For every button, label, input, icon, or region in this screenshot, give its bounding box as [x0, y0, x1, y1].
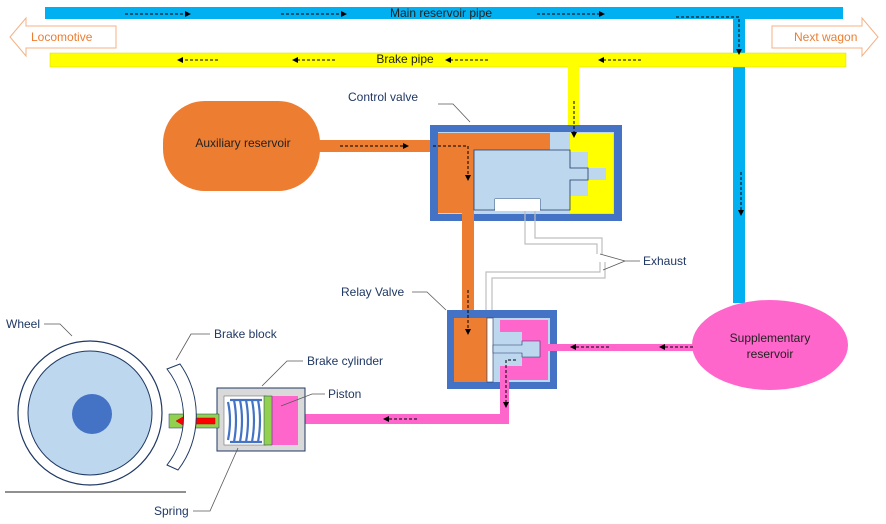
leader-wheel — [44, 323, 73, 337]
leader-control-valve — [438, 103, 471, 123]
locomotive-label: Locomotive — [31, 30, 93, 44]
relay-valve-orange-chamber — [454, 318, 487, 382]
auxiliary-reservoir — [163, 101, 320, 191]
exhaust-port — [495, 199, 540, 211]
relay-valve-stem — [492, 340, 541, 358]
leader-exhaust — [599, 253, 640, 271]
relay-valve-label: Relay Valve — [341, 285, 405, 299]
leader-brake-cylinder — [261, 360, 303, 387]
leader-brake-block — [175, 333, 210, 361]
brake-pipe-branch — [568, 60, 579, 140]
leader-relay-valve — [412, 291, 447, 311]
piston-label: Piston — [328, 387, 362, 401]
leader-piston — [280, 393, 325, 407]
flow-arrows — [125, 11, 744, 422]
next-wagon-label: Next wagon — [794, 30, 858, 44]
brake-block — [166, 363, 197, 471]
wheel-label: Wheel — [6, 317, 41, 331]
spring-label: Spring — [154, 504, 189, 518]
exhaust-line-1 — [524, 211, 598, 254]
supplementary-pipe — [548, 344, 696, 351]
brake-block-label: Brake block — [214, 327, 277, 341]
supplementary-reservoir-label-2: reservoir — [746, 347, 794, 361]
next-wagon-arrow — [771, 16, 879, 58]
supplementary-reservoir-label-1: Supplementary — [729, 331, 811, 345]
locomotive-arrow — [9, 16, 117, 58]
brake-pipe-label: Brake pipe — [376, 52, 434, 66]
control-to-relay-pipe — [462, 213, 474, 316]
exhaust-label: Exhaust — [643, 254, 687, 268]
control-valve-label: Control valve — [348, 90, 419, 104]
control-valve-orange-chamber — [438, 133, 550, 213]
wheel-hub — [72, 394, 112, 434]
relay-valve-pink-chamber — [500, 320, 548, 380]
main-reservoir-drop-pipe — [733, 7, 745, 303]
supplementary-reservoir — [692, 300, 848, 390]
exhaust-line-2 — [485, 262, 601, 316]
main-reservoir-pipe-label: Main reservoir pipe — [389, 6, 493, 20]
brake-cylinder-pressure-chamber — [270, 396, 298, 445]
leader-spring — [193, 447, 239, 512]
spring — [226, 398, 262, 444]
relay-valve-diaphragm — [486, 317, 494, 383]
main-reservoir-pipe — [45, 7, 843, 19]
brake-cylinder-label: Brake cylinder — [307, 354, 384, 368]
piston — [263, 395, 273, 446]
control-valve-yellow-chamber — [570, 133, 613, 213]
exhaust-line-1b — [534, 211, 603, 254]
auxiliary-reservoir-label: Auxiliary reservoir — [195, 136, 291, 150]
exhaust-line-2b — [491, 262, 606, 316]
